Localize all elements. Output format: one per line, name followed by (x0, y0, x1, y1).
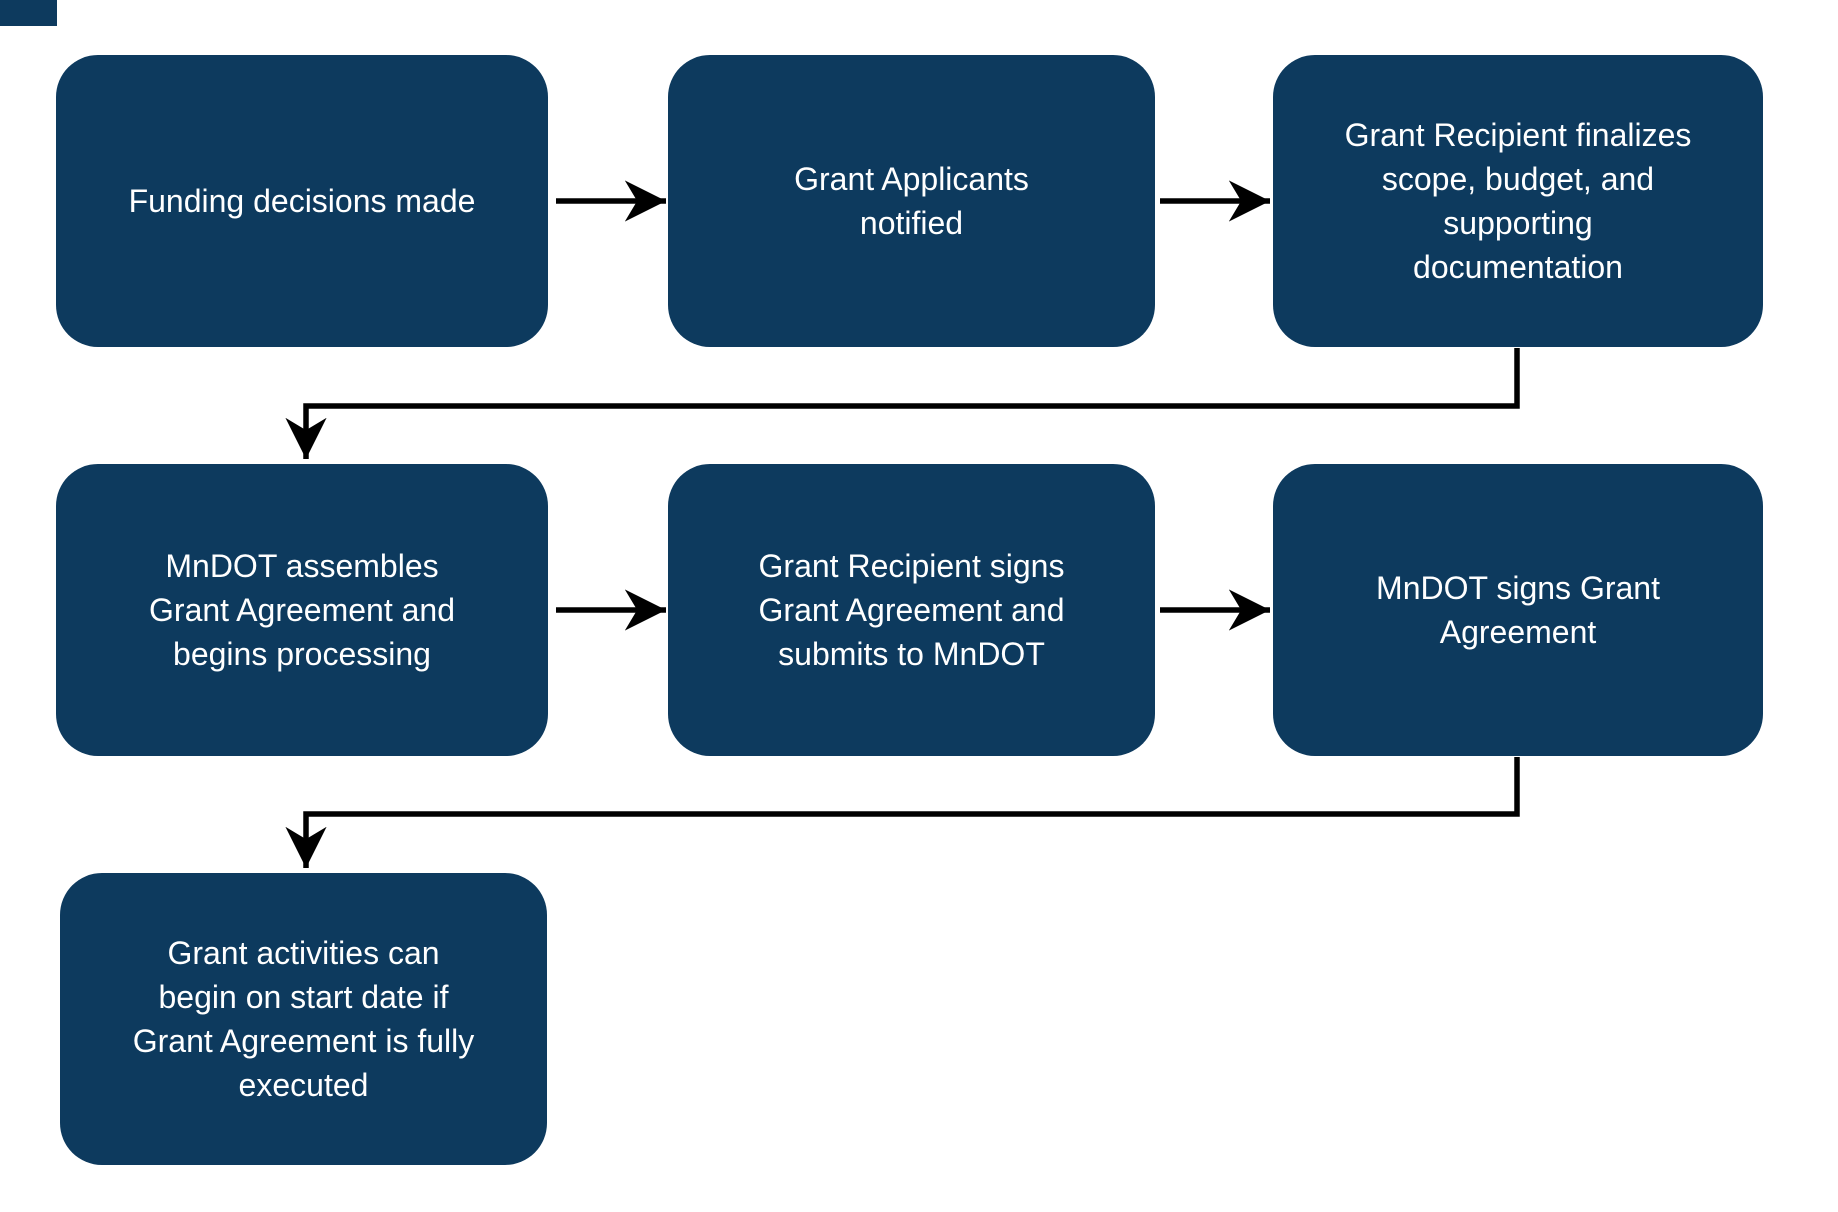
step-recipient-signs: Grant Recipient signs Grant Agreement an… (668, 464, 1155, 756)
step-mndot-signs: MnDOT signs Grant Agreement (1273, 464, 1763, 756)
step-funding-decisions-label: Funding decisions made (128, 183, 476, 219)
step-mndot-assembles-label: MnDOT assembles Grant Agreement and begi… (149, 548, 455, 672)
step-recipient-signs-label: Grant Recipient signs Grant Agreement an… (758, 548, 1065, 672)
step-mndot-signs-label: MnDOT signs Grant Agreement (1376, 570, 1660, 650)
arrow-finalizes-to-assembles-elbow (285, 348, 1520, 459)
step-recipient-finalizes-label: Grant Recipient finalizes scope, budget,… (1344, 117, 1692, 285)
step-activities-begin-label: Grant activities can begin on start date… (132, 935, 475, 1103)
step-activities-begin: Grant activities can begin on start date… (60, 873, 547, 1165)
arrow-mndot-signs-to-activities-elbow (285, 757, 1520, 868)
step-mndot-assembles: MnDOT assembles Grant Agreement and begi… (56, 464, 548, 756)
corner-artifact (0, 0, 57, 26)
step-applicants-notified: Grant Applicants notified (668, 55, 1155, 347)
step-recipient-finalizes: Grant Recipient finalizes scope, budget,… (1273, 55, 1763, 347)
step-applicants-notified-label: Grant Applicants notified (794, 161, 1029, 241)
step-funding-decisions: Funding decisions made (56, 55, 548, 347)
